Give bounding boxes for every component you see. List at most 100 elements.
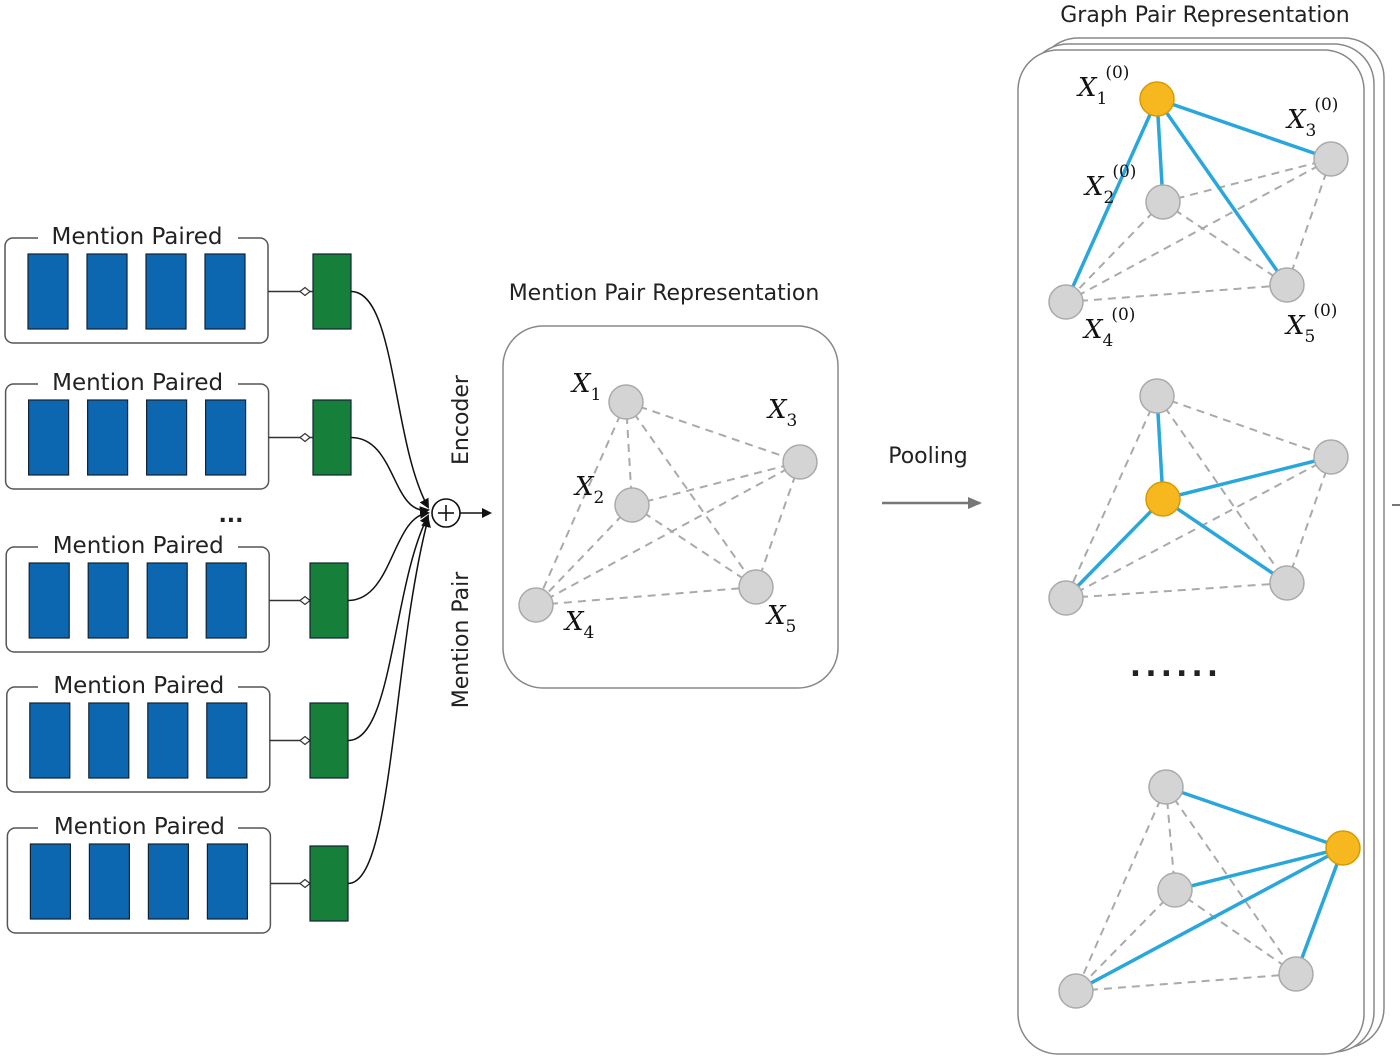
graph-edge-dashed bbox=[1165, 786, 1297, 975]
pooling-label: Pooling bbox=[888, 444, 968, 469]
token-embedding bbox=[28, 399, 70, 476]
mention-paired-block: Mention Paired bbox=[6, 814, 349, 934]
mention-pair-representation-title: Mention Pair Representation bbox=[509, 281, 820, 306]
graph-edge-highlight bbox=[1064, 497, 1165, 600]
graph-node-focus bbox=[1139, 81, 1175, 117]
center-node-label-1: X1 bbox=[570, 369, 601, 405]
graph-label-2: X2(0) bbox=[1083, 162, 1136, 208]
graph-node bbox=[1269, 267, 1305, 303]
graph-edge-dashed bbox=[1065, 201, 1164, 303]
graph-edge-dashed bbox=[1075, 786, 1167, 992]
graph-node bbox=[1058, 973, 1094, 1009]
mention-paired-block: Mention Paired bbox=[6, 673, 349, 793]
token-embedding bbox=[147, 702, 189, 779]
token-embedding bbox=[29, 702, 71, 779]
graph-label-4: X4(0) bbox=[1082, 305, 1135, 351]
graph-node bbox=[738, 569, 774, 605]
token-embedding bbox=[145, 253, 187, 330]
diamond-connector bbox=[299, 432, 311, 443]
token-embedding bbox=[28, 562, 70, 639]
graph-label-5: X5(0) bbox=[1284, 301, 1337, 347]
token-embedding bbox=[205, 562, 247, 639]
center-node-label-3: X3 bbox=[766, 395, 797, 431]
token-embedding bbox=[86, 253, 128, 330]
graph-edge-dashed bbox=[1156, 395, 1288, 584]
graph-edge-highlight bbox=[1162, 497, 1288, 585]
graph-edge-highlight bbox=[1162, 455, 1332, 501]
graph-label-3: X3(0) bbox=[1285, 95, 1338, 141]
graph-edge-dashed bbox=[1174, 889, 1297, 975]
mention-pair-graph bbox=[518, 384, 818, 623]
graph-edge-highlight bbox=[1064, 98, 1159, 303]
graph-node bbox=[1048, 284, 1084, 320]
token-embedding bbox=[146, 399, 188, 476]
center-node-label-2: X2 bbox=[573, 472, 604, 508]
graph-node bbox=[1269, 565, 1305, 601]
mention-paired-label: Mention Paired bbox=[52, 370, 223, 396]
graph-edge-dashed bbox=[1162, 158, 1332, 203]
graph-edge-highlight bbox=[1075, 846, 1344, 993]
encoder-connector bbox=[350, 290, 429, 509]
token-embedding bbox=[27, 253, 69, 330]
graph-node bbox=[1139, 378, 1175, 414]
graph-edge-dashed bbox=[1075, 889, 1176, 992]
graph-node bbox=[1048, 580, 1084, 616]
mention-paired-block: Mention Paired bbox=[5, 533, 349, 653]
graph-node bbox=[614, 487, 650, 523]
graph-edge-dashed bbox=[625, 401, 757, 588]
graph-node bbox=[1313, 141, 1349, 177]
mention-paired-block: Mention Paired bbox=[4, 224, 352, 344]
graph-node-focus bbox=[1145, 481, 1181, 517]
diamond-connector bbox=[299, 595, 311, 606]
graph-pair-panel bbox=[1017, 49, 1365, 1055]
graph-edge-dashed bbox=[1065, 395, 1158, 599]
encoder-label: Encoder bbox=[449, 374, 474, 465]
encoder-unit bbox=[309, 562, 349, 639]
graph-edge-dashed bbox=[631, 504, 757, 588]
graph-pair-graphs bbox=[1048, 81, 1361, 1009]
token-embedding bbox=[147, 843, 189, 920]
encoder-connector bbox=[347, 508, 430, 602]
token-embedding bbox=[205, 399, 247, 476]
mention-paired-label: Mention Paired bbox=[52, 224, 223, 250]
token-embedding bbox=[88, 843, 131, 920]
center-node-label-5: X5 bbox=[765, 601, 796, 637]
graph-pair-1 bbox=[1048, 81, 1349, 320]
encoder-connector bbox=[347, 514, 429, 742]
graph-node bbox=[1157, 872, 1193, 908]
token-embedding bbox=[87, 562, 129, 639]
graph-edge-dashed bbox=[1162, 201, 1288, 286]
center-node-label-4: X4 bbox=[563, 607, 594, 643]
token-embedding bbox=[206, 843, 248, 920]
graph-edge-dashed bbox=[1075, 973, 1297, 992]
graph-edge-dashed bbox=[631, 461, 801, 506]
sum-node bbox=[431, 498, 461, 528]
token-embedding bbox=[206, 702, 248, 779]
graph-edge-highlight bbox=[1294, 847, 1345, 975]
encoder-unit bbox=[309, 845, 349, 922]
mention-paired-label: Mention Paired bbox=[53, 533, 224, 559]
encoder-unit bbox=[312, 253, 352, 330]
graph-edge-highlight bbox=[1174, 846, 1344, 892]
graph-pair-2 bbox=[1048, 378, 1349, 616]
graph-edge-dashed bbox=[535, 401, 627, 606]
graph-edge-dashed bbox=[535, 586, 757, 606]
diamond-connector bbox=[299, 735, 311, 746]
encoder-connector bbox=[347, 517, 431, 885]
token-embedding bbox=[86, 399, 129, 476]
encoder-unit bbox=[309, 702, 349, 779]
graph-edge-dashed bbox=[1156, 395, 1332, 458]
graph-edge-dashed bbox=[535, 504, 633, 606]
graph-node bbox=[1313, 439, 1349, 475]
mention-paired-label: Mention Paired bbox=[54, 814, 225, 840]
graph-node bbox=[608, 384, 644, 420]
graph-pair-3 bbox=[1058, 769, 1361, 1009]
graph-node bbox=[1148, 769, 1184, 805]
graph-node bbox=[1145, 184, 1181, 220]
token-embedding bbox=[204, 253, 246, 330]
graph-edge-dashed bbox=[625, 401, 801, 463]
graph-pair-representation-title: Graph Pair Representation bbox=[1060, 3, 1349, 28]
graph-edge-highlight bbox=[1156, 97, 1332, 161]
